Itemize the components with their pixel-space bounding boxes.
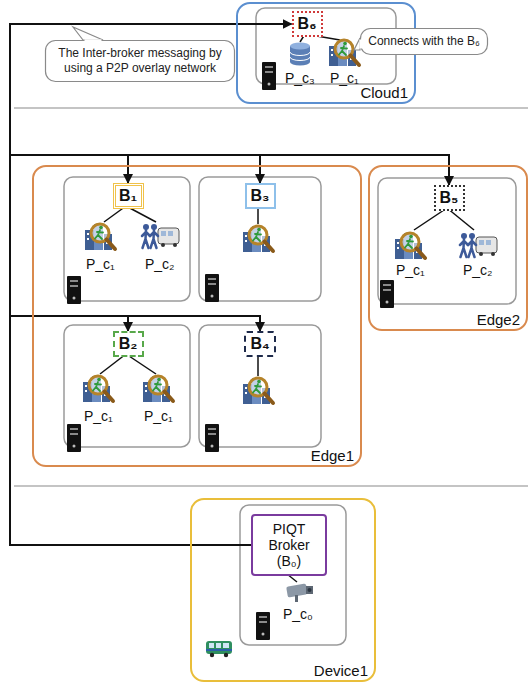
client-label: P_c₁ [84, 408, 113, 424]
analytics-icon [329, 40, 359, 66]
client-label: P_c₂ [145, 256, 175, 272]
region-label: Edge2 [477, 311, 520, 328]
callout-seam [85, 39, 102, 42]
broker-label: PIQT Broker (B₀) [256, 521, 322, 569]
broker-label: B₁ [119, 187, 137, 205]
callout-text: The Inter-broker messaging by using a P2… [53, 46, 227, 76]
analytics-icon [395, 233, 425, 259]
server-icon [256, 612, 270, 640]
callout-body [361, 29, 488, 55]
broker-label: B₆ [298, 15, 317, 33]
analytics-icon [83, 376, 113, 402]
server-icon [380, 280, 394, 308]
region-label: Device1 [314, 662, 368, 679]
broker-link [10, 316, 251, 545]
callout-bubble: The Inter-broker messaging by using a P2… [45, 40, 235, 82]
device-region: Device1 PIQT Broker (B₀) [190, 498, 376, 682]
icons [67, 40, 497, 657]
server-icon [262, 62, 276, 90]
server-icon [67, 424, 81, 452]
broker-link [10, 155, 260, 545]
client-label: P_c₁ [86, 256, 115, 272]
server-icon [205, 274, 219, 302]
callout-text: Connects with the B₆ [368, 34, 480, 49]
callout-body [46, 41, 235, 82]
broker-link [10, 155, 449, 545]
broker-box: B₃ [245, 183, 276, 209]
people-bus-icon [142, 224, 179, 248]
analytics-icon [85, 224, 115, 250]
people-bus-icon [460, 233, 497, 257]
tier-separator [14, 108, 528, 486]
client-label: P_c₃ [285, 70, 315, 86]
broker-label: B₅ [440, 189, 459, 207]
region-label: Cloud1 [360, 84, 408, 101]
edge-region: Edge1 B₁ B₃ B₂ B₄ [32, 165, 362, 467]
broker-link [10, 316, 260, 545]
database-icon [290, 43, 310, 66]
callout-tail [73, 27, 103, 40]
broker-label: B₂ [119, 335, 138, 353]
broker-label: B₄ [250, 335, 269, 353]
broker-box: B₂ [113, 331, 144, 357]
server-icon [67, 276, 81, 304]
camera-icon [286, 583, 313, 602]
callout-seam [359, 40, 362, 49]
broker-label: B₃ [251, 187, 270, 205]
client-label: P_c₁ [396, 262, 425, 278]
client-label: P_c₁ [144, 408, 173, 424]
analytics-icon [243, 378, 273, 404]
edge-region: Edge2 B₅ [368, 165, 528, 331]
region-label: Edge1 [311, 447, 354, 464]
client-label: P_c₂ [463, 262, 493, 278]
analytics-icon [143, 376, 173, 402]
callout-tail [354, 38, 360, 50]
server-icon [205, 424, 219, 452]
client-label: P_c₁ [330, 70, 359, 86]
broker-box: B₅ [434, 185, 465, 211]
bus-icon [206, 641, 232, 657]
broker-link [10, 155, 251, 545]
broker-box: B₆ [292, 11, 323, 37]
analytics-icon [243, 226, 273, 252]
client-label: P_c₀ [283, 606, 313, 622]
broker-box: B₁ [113, 183, 144, 209]
broker-box: B₄ [244, 331, 276, 357]
broker-box: PIQT Broker (B₀) [251, 514, 327, 576]
callout-bubble: Connects with the B₆ [360, 28, 488, 55]
